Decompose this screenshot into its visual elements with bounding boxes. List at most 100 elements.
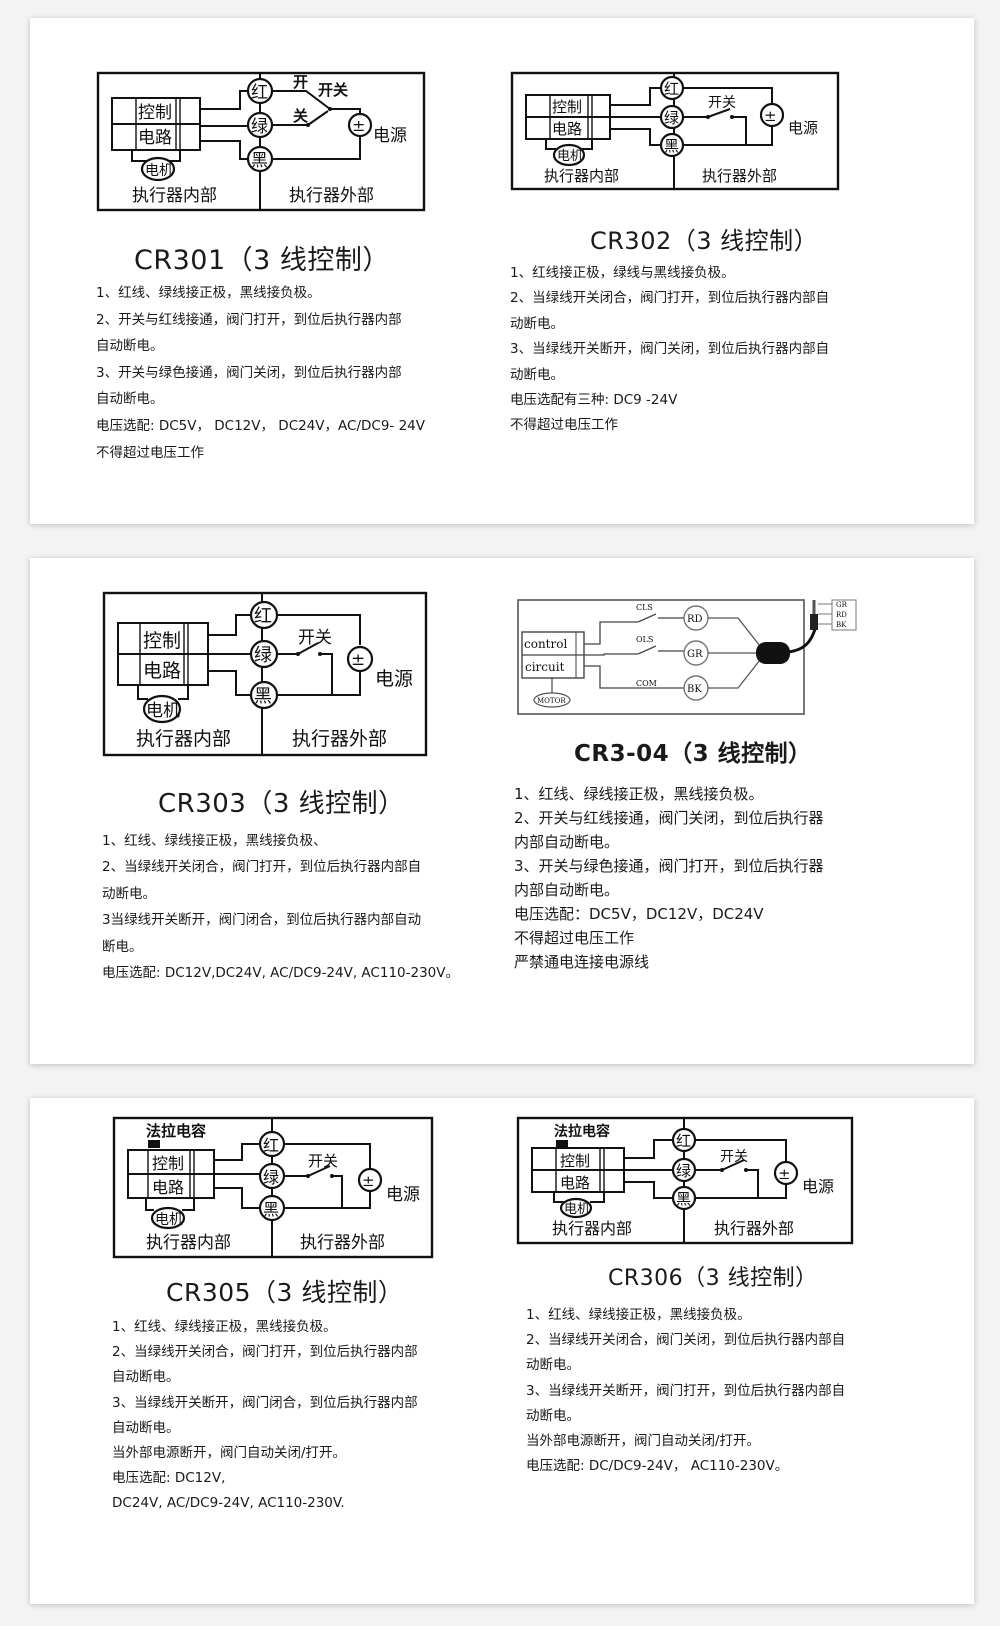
power-label: 电源 <box>802 1177 834 1196</box>
diagram-frame <box>102 591 428 757</box>
power-label: 电源 <box>375 668 413 690</box>
motor-icon <box>559 1197 593 1219</box>
description-line: 动断电。 <box>510 366 564 383</box>
wiring-diagram-cr305: 法拉电容 控制 电路 电机 红 绿 <box>112 1116 434 1260</box>
terminal-red-label: 红 <box>254 606 272 627</box>
description-line: 动断电。 <box>526 1407 580 1424</box>
terminal-black-label: 黑 <box>664 137 679 155</box>
switch-label: 开关 <box>318 81 348 99</box>
description-line: 电压选配: DC12V, <box>112 1470 226 1487</box>
label-circuit: 电路 <box>560 1174 590 1192</box>
description-cr304: 1、红线、绿线接正极，黑线接负极。 2、开关与红线接通，阀门关闭，到位后执行器 … <box>514 782 824 974</box>
description-line: 2、当绿线开关闭合，阀门打开，到位后执行器内部自 <box>510 290 830 307</box>
label-circuit: 电路 <box>152 1178 184 1197</box>
switch-label: 开关 <box>298 628 332 648</box>
label-control: 控制 <box>552 98 582 116</box>
description-line: 电压选配: DC/DC9-24V， AC110-230V。 <box>526 1458 789 1475</box>
power-label: 电源 <box>788 119 818 137</box>
description-line: 自动断电。 <box>112 1419 180 1436</box>
terminal-rd-label: RD <box>687 614 703 625</box>
description-line: 1、红线、绿线接正极，黑线接负极。 <box>96 285 321 301</box>
motor-icon <box>150 1206 186 1230</box>
model-title-cr301: CR301（3 线控制） <box>134 245 390 276</box>
description-line: 3当绿线开关断开，阀门闭合，到位后执行器内部自动 <box>102 912 422 929</box>
description-line: 3、当绿线开关断开，阀门闭合，到位后执行器内部 <box>112 1394 418 1411</box>
description-line: 1、红线、绿线接正极，黑线接负极。 <box>112 1319 337 1335</box>
description-line: 3、当绿线开关断开，阀门打开，到位后执行器内部自 <box>526 1382 846 1399</box>
wiring-diagram-cr303-svg: 控制 电路 电机 红 绿 黑 ± <box>102 591 428 757</box>
description-cr301: 1、红线、绿线接正极，黑线接负极。 2、开关与红线接通，阀门打开，到位后执行器内… <box>96 280 425 466</box>
terminal-red-label: 红 <box>664 80 679 98</box>
cable-plug-icon <box>756 642 790 664</box>
label-motor: MOTOR <box>537 697 566 705</box>
description-cr305: 1、红线、绿线接正极，黑线接负极。 2、当绿线开关闭合，阀门打开，到位后执行器内… <box>112 1315 418 1517</box>
description-line: 2、当绿线开关闭合，阀门关闭，到位后执行器内部自 <box>526 1332 846 1349</box>
label-ols: OLS <box>636 635 653 644</box>
jack-pin-rd: RD <box>836 611 847 619</box>
description-line: 当外部电源断开，阀门自动关闭/打开。 <box>526 1433 761 1450</box>
terminal-black-label: 黑 <box>251 151 268 171</box>
description-cr303: 1、红线、绿线接正极，黑线接负极、 2、当绿线开关闭合，阀门打开，到位后执行器内… <box>102 828 459 986</box>
description-line: 2、开关与红线接通，阀门关闭，到位后执行器 <box>514 809 824 827</box>
description-line: 电压选配: DC12V,DC24V, AC/DC9-24V, AC110-230… <box>102 965 459 982</box>
product-card-row-3: 法拉电容 控制 电路 电机 红 绿 <box>30 1098 974 1604</box>
product-card-row-2: 控制 电路 电机 红 绿 黑 ± <box>30 558 974 1064</box>
description-line: 3、开关与绿色接通，阀门打开，到位后执行器 <box>514 857 824 875</box>
wiring-diagram-cr301: 控制 电路 电机 红 绿 黑 <box>96 71 426 213</box>
switch-close-label: 关 <box>293 107 308 125</box>
description-line: 自动断电。 <box>112 1369 180 1386</box>
terminal-green-label: 绿 <box>251 117 268 137</box>
description-line: 动断电。 <box>526 1357 580 1374</box>
wiring-diagram-cr304-svg: control circuit CLS OLS COM MOTOR RD GR <box>517 599 857 715</box>
switch-open-label: 开 <box>293 73 308 91</box>
diagram-frame <box>517 599 805 715</box>
description-line: 1、红线、绿线接正极，黑线接负极。 <box>514 785 764 803</box>
label-inside: 执行器内部 <box>136 728 231 750</box>
label-outside: 执行器外部 <box>292 728 387 750</box>
description-line: 2、开关与红线接通，阀门打开，到位后执行器内部 <box>96 311 402 328</box>
description-line: 自动断电。 <box>96 391 164 408</box>
power-label: 电源 <box>373 126 407 146</box>
terminal-red-label: 红 <box>251 83 268 103</box>
power-symbol: ± <box>778 1165 791 1183</box>
label-motor: 电机 <box>146 701 180 721</box>
label-capacitor: 法拉电容 <box>146 1122 206 1140</box>
terminal-black-label: 黑 <box>263 1200 279 1219</box>
wiring-diagram-cr306-svg: 法拉电容 控制 电路 电机 红 绿 <box>516 1116 854 1245</box>
label-inside: 执行器内部 <box>146 1233 231 1253</box>
label-control: 控制 <box>138 103 172 123</box>
wiring-diagram-cr304: control circuit CLS OLS COM MOTOR RD GR <box>516 596 858 718</box>
model-title-cr305: CR305（3 线控制） <box>166 1278 404 1307</box>
label-circuit: 电路 <box>138 128 172 148</box>
terminal-green-label: 绿 <box>676 1162 691 1180</box>
description-line: DC24V, AC/DC9-24V, AC110-230V. <box>112 1495 345 1512</box>
description-line: 内部自动断电。 <box>514 833 620 851</box>
description-line: 1、红线、绿线接正极，黑线接负极。 <box>526 1307 751 1323</box>
label-outside: 执行器外部 <box>702 167 777 185</box>
product-card-row-1: 控制 电路 电机 红 绿 黑 <box>30 18 974 524</box>
power-symbol: ± <box>352 116 365 135</box>
terminal-black-label: 黑 <box>676 1190 691 1208</box>
description-line: 自动断电。 <box>96 338 164 355</box>
wiring-diagram-cr305-svg: 法拉电容 控制 电路 电机 红 绿 <box>112 1116 434 1259</box>
label-control: 控制 <box>143 630 181 652</box>
power-symbol: ± <box>351 650 365 670</box>
capacitor-icon <box>556 1140 568 1147</box>
wiring-diagram-cr302: 控制 电路 电机 红 绿 黑 ± <box>510 71 840 191</box>
model-title-cr302: CR302（3 线控制） <box>590 227 819 255</box>
terminal-gr-label: GR <box>687 649 703 660</box>
label-circuit: 电路 <box>143 660 181 682</box>
description-line: 不得超过电压工作 <box>96 444 204 461</box>
label-motor: 电机 <box>564 1202 590 1217</box>
terminal-green-label: 绿 <box>254 645 272 666</box>
label-control: control <box>524 637 567 651</box>
terminal-red-label: 红 <box>676 1132 691 1150</box>
wiring-diagram-cr301-svg: 控制 电路 电机 红 绿 黑 <box>96 71 426 212</box>
label-outside: 执行器外部 <box>300 1233 385 1253</box>
description-line: 电压选配: DC5V， DC12V， DC24V，AC/DC9- 24V <box>96 417 425 434</box>
power-symbol: ± <box>362 1172 375 1190</box>
label-motor: 电机 <box>557 149 583 164</box>
description-line: 严禁通电连接电源线 <box>514 953 650 971</box>
model-title-cr304: CR3-04（3 线控制） <box>574 741 812 767</box>
jack-pin-label-box <box>831 599 857 631</box>
